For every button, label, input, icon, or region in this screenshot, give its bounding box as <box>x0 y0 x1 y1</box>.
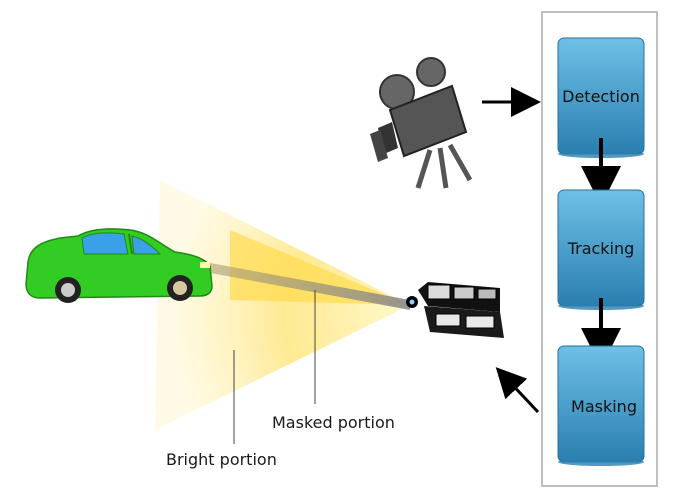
light-beam <box>155 180 410 430</box>
step-masking-label: Masking <box>571 397 637 416</box>
step-tracking-label: Tracking <box>567 239 635 258</box>
arrow-masking-to-headlight <box>495 367 540 414</box>
video-camera-icon <box>370 57 473 189</box>
step-masking: Masking <box>557 345 645 466</box>
bright-portion-label: Bright portion <box>166 450 277 469</box>
car-icon <box>25 228 213 303</box>
step-detection-label: Detection <box>562 87 640 106</box>
headlight-unit-icon <box>406 282 504 338</box>
masked-portion-label: Masked portion <box>272 413 395 432</box>
step-tracking: Tracking <box>557 189 645 310</box>
